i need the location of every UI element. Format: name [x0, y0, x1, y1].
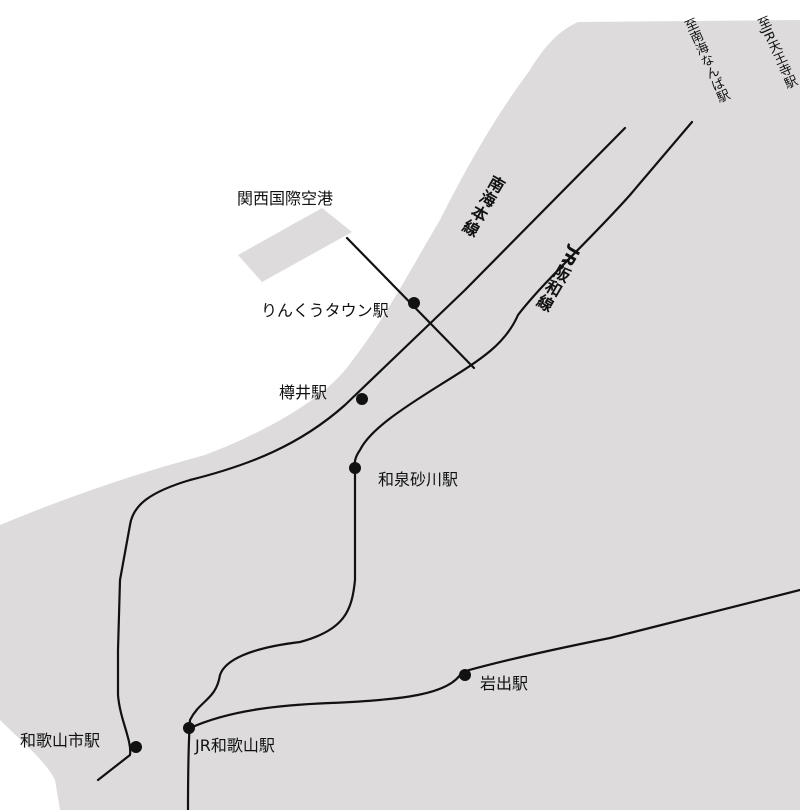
airport-island — [238, 208, 352, 282]
station-label-wakayamashi: 和歌山市駅 — [20, 731, 101, 750]
station-dot-iwade[interactable] — [459, 669, 471, 681]
land-area — [0, 20, 800, 810]
station-label-rinku-town: りんくうタウン駅 — [261, 301, 389, 320]
station-dot-rinku-town[interactable] — [408, 297, 420, 309]
station-label-tarui: 樽井駅 — [279, 383, 328, 402]
station-dot-wakayamashi[interactable] — [130, 741, 142, 753]
jr-hanwa-line — [186, 120, 694, 810]
airport-label: 関西国際空港 — [237, 189, 334, 208]
nankai-main-line — [96, 126, 627, 782]
station-label-jr-wakayama: JR和歌山駅 — [195, 736, 275, 755]
station-dot-izumi-sunagawa[interactable] — [349, 462, 361, 474]
station-dot-jr-wakayama[interactable] — [183, 722, 195, 734]
station-label-izumi-sunagawa: 和泉砂川駅 — [378, 470, 459, 489]
station-dot-tarui[interactable] — [356, 393, 368, 405]
station-label-iwade: 岩出駅 — [480, 674, 529, 693]
